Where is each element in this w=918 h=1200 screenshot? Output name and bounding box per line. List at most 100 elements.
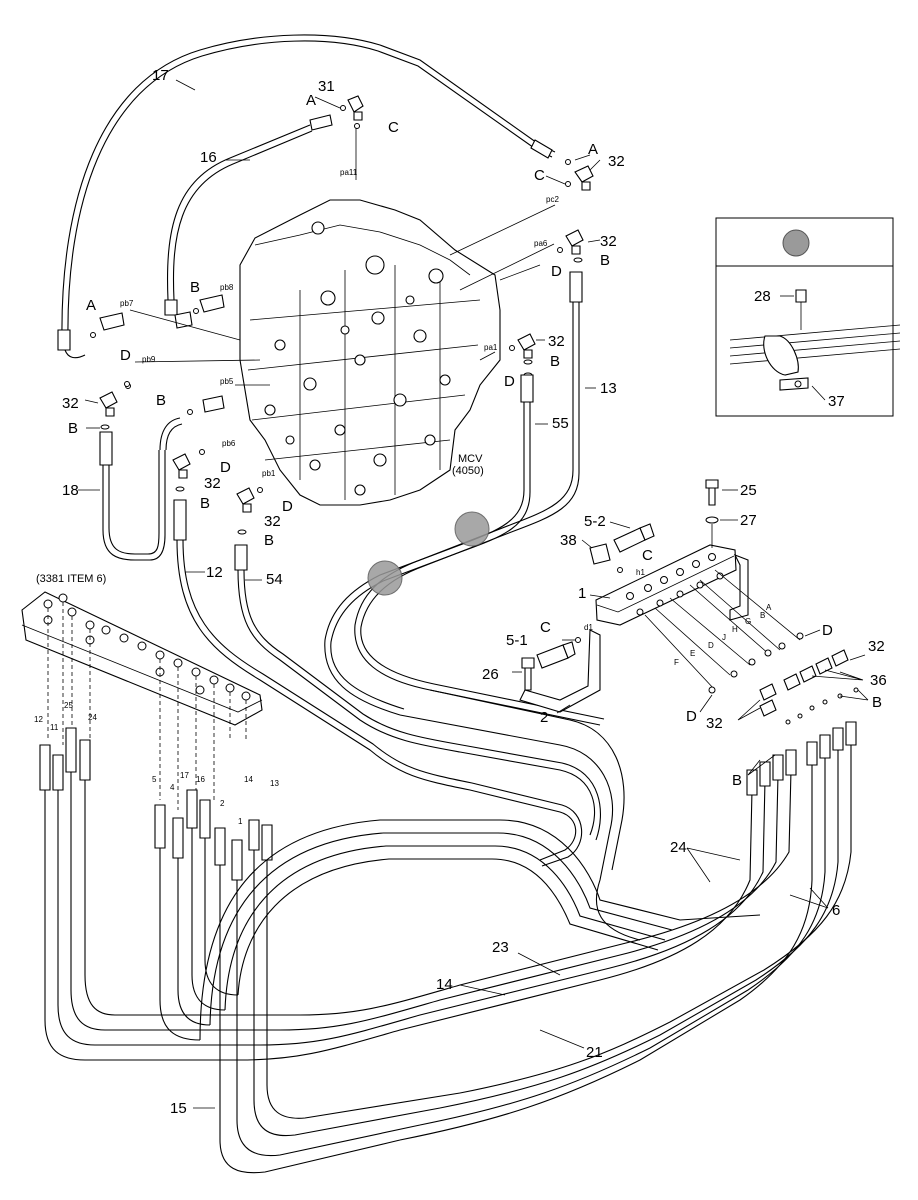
callout-24: 24 bbox=[670, 839, 687, 856]
callout-6: 6 bbox=[832, 902, 840, 919]
callout-b: B bbox=[68, 420, 78, 437]
callout-32: 32 bbox=[608, 153, 625, 170]
callout-b: B bbox=[156, 392, 166, 409]
hose-id-4: 4 bbox=[170, 783, 175, 792]
callout-d: D bbox=[822, 622, 833, 639]
callout-37: 37 bbox=[828, 393, 845, 410]
port-d1: d1 bbox=[584, 623, 593, 632]
hose-id-25: 25 bbox=[64, 701, 73, 710]
callout-32: 32 bbox=[204, 475, 221, 492]
hose-id-16: 16 bbox=[196, 775, 205, 784]
port-letter-f: F bbox=[674, 658, 679, 667]
manifold-item-note: (3381 ITEM 6) bbox=[36, 573, 106, 585]
callout-13: 13 bbox=[600, 380, 617, 397]
port-pb7: pb7 bbox=[120, 299, 134, 308]
hose-id-13: 13 bbox=[270, 779, 279, 788]
port-pa6: pa6 bbox=[534, 239, 548, 248]
callout-2: 2 bbox=[540, 709, 548, 726]
callout-d: D bbox=[551, 263, 562, 280]
callout-14: 14 bbox=[436, 976, 453, 993]
port-letter-b: B bbox=[760, 611, 765, 620]
callout-labels: 17 31 A C 16 pa11 A C 32 pc2 pa6 32 D B … bbox=[34, 67, 887, 1117]
callout-a: A bbox=[86, 297, 96, 314]
callout-1: 1 bbox=[578, 585, 586, 602]
callout-32: 32 bbox=[706, 715, 723, 732]
hose-id-17: 17 bbox=[180, 771, 189, 780]
detail-marker-circle bbox=[367, 560, 403, 596]
hose-id-5: 5 bbox=[152, 775, 157, 784]
callout-23: 23 bbox=[492, 939, 509, 956]
port-letter-h: H bbox=[732, 625, 738, 634]
callout-c: C bbox=[540, 619, 551, 636]
callout-a: A bbox=[588, 141, 598, 158]
callout-c: C bbox=[388, 119, 399, 136]
hose-id-11: 11 bbox=[50, 723, 59, 732]
callout-21: 21 bbox=[586, 1044, 603, 1061]
hose-id-12: 12 bbox=[34, 715, 43, 724]
hoses-top bbox=[57, 34, 556, 359]
port-pb8: pb8 bbox=[220, 283, 234, 292]
port-letter-j: J bbox=[722, 633, 726, 642]
right-manifold bbox=[519, 479, 859, 725]
callout-27: 27 bbox=[740, 512, 757, 529]
mcv-code: (4050) bbox=[452, 465, 484, 477]
callout-5-1: 5-1 bbox=[506, 632, 528, 649]
port-pb6: pb6 bbox=[222, 439, 236, 448]
callout-32: 32 bbox=[264, 513, 281, 530]
hose-id-2: 2 bbox=[220, 799, 225, 808]
callout-26: 26 bbox=[482, 666, 499, 683]
pilot-manifold-block bbox=[21, 591, 263, 810]
callout-d: D bbox=[504, 373, 515, 390]
callout-5-2: 5-2 bbox=[584, 513, 606, 530]
hose-id-1: 1 bbox=[238, 817, 243, 826]
callout-17: 17 bbox=[152, 67, 169, 84]
callout-d: D bbox=[686, 708, 697, 725]
port-letter-g: G bbox=[745, 617, 751, 626]
callout-32: 32 bbox=[868, 638, 885, 655]
hoses-middle bbox=[99, 271, 605, 867]
hose-id-14: 14 bbox=[244, 775, 253, 784]
callout-b: B bbox=[264, 532, 274, 549]
callout-54: 54 bbox=[266, 571, 283, 588]
callout-b: B bbox=[600, 252, 610, 269]
callout-c: C bbox=[534, 167, 545, 184]
mcv-label: MCV bbox=[458, 453, 483, 465]
callout-d: D bbox=[282, 498, 293, 515]
port-pb9: pb9 bbox=[142, 355, 156, 364]
callout-28: 28 bbox=[754, 288, 771, 305]
callout-16: 16 bbox=[200, 149, 217, 166]
callout-18: 18 bbox=[62, 482, 79, 499]
hose-id-24: 24 bbox=[88, 713, 97, 722]
port-letter-a: A bbox=[766, 603, 772, 612]
callout-b: B bbox=[550, 353, 560, 370]
callout-38: 38 bbox=[560, 532, 577, 549]
port-h1: h1 bbox=[636, 568, 645, 577]
detail-marker-circle bbox=[454, 511, 490, 547]
callout-15: 15 bbox=[170, 1100, 187, 1117]
callout-12: 12 bbox=[206, 564, 223, 581]
port-pa11: pa11 bbox=[340, 168, 358, 177]
hose-bundle-bottom bbox=[39, 689, 857, 1174]
port-letter-e: E bbox=[690, 649, 695, 658]
port-pa1: pa1 bbox=[484, 343, 498, 352]
callout-31: 31 bbox=[318, 78, 335, 95]
port-pb5: pb5 bbox=[220, 377, 234, 386]
fittings bbox=[90, 95, 594, 535]
callout-32: 32 bbox=[548, 333, 565, 350]
port-pc2: pc2 bbox=[546, 195, 559, 204]
leader-lines bbox=[78, 79, 869, 1109]
detail-inset bbox=[715, 217, 901, 417]
callout-d: D bbox=[220, 459, 231, 476]
callout-b: B bbox=[200, 495, 210, 512]
callout-d: D bbox=[120, 347, 131, 364]
port-letter-d: D bbox=[708, 641, 714, 650]
callout-a: A bbox=[306, 92, 316, 109]
callout-b: B bbox=[190, 279, 200, 296]
callout-b: B bbox=[872, 694, 882, 711]
callout-36: 36 bbox=[870, 672, 887, 689]
port-pb1: pb1 bbox=[262, 469, 276, 478]
callout-25: 25 bbox=[740, 482, 757, 499]
callout-32: 32 bbox=[62, 395, 79, 412]
callout-55: 55 bbox=[552, 415, 569, 432]
